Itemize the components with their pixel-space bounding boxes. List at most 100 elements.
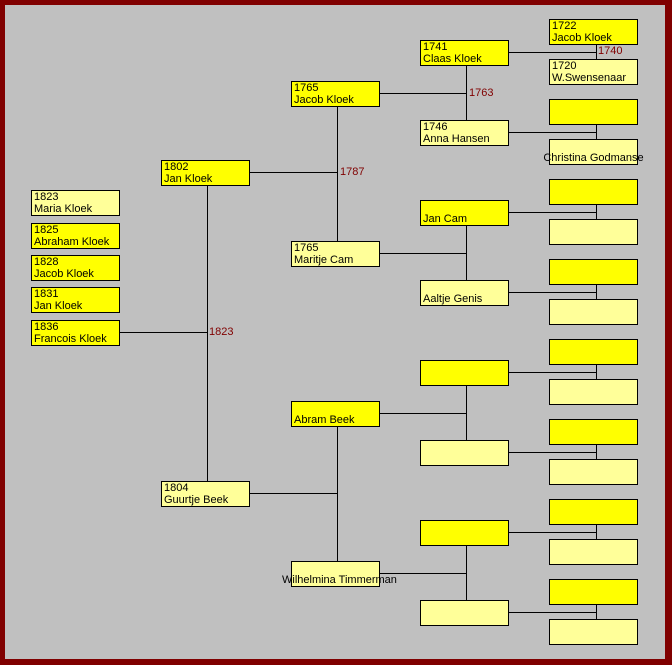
marriage-year: 1763	[469, 87, 494, 99]
person-name	[421, 453, 508, 465]
person-box[interactable]	[549, 99, 638, 125]
person-birth-year: 1804	[164, 482, 189, 494]
person-name	[550, 392, 637, 404]
person-name	[550, 632, 637, 644]
person-box[interactable]	[549, 259, 638, 285]
person-birth-year	[550, 140, 637, 152]
person-birth-year: 1825	[34, 224, 59, 236]
person-name	[550, 352, 637, 364]
person-name: Abram Beek	[294, 414, 355, 426]
person-box[interactable]	[549, 179, 638, 205]
person-birth-year: 1720	[552, 60, 577, 72]
person-box[interactable]	[549, 339, 638, 365]
person-name: Guurtje Beek	[164, 494, 229, 506]
person-name: Maria Kloek	[34, 203, 93, 215]
person-name: Maritje Cam	[294, 254, 354, 266]
marriage-year: 1740	[598, 45, 623, 57]
person-name: Jacob Kloek	[34, 268, 94, 280]
person-birth-year: 1765	[294, 242, 319, 254]
person-name: Claas Kloek	[423, 53, 482, 65]
person-box[interactable]	[420, 520, 509, 546]
person-box[interactable]	[420, 600, 509, 626]
person-birth-year	[292, 402, 379, 414]
person-birth-year: 1741	[423, 41, 448, 53]
person-birth-year	[550, 620, 637, 632]
person-box[interactable]	[549, 499, 638, 525]
person-birth-year	[550, 300, 637, 312]
marriage-year: 1823	[209, 326, 234, 338]
person-birth-year: 1802	[164, 161, 189, 173]
person-name	[550, 192, 637, 204]
person-name: Christina Godmanse	[543, 152, 644, 164]
person-box[interactable]	[549, 459, 638, 485]
person-box[interactable]	[420, 440, 509, 466]
person-birth-year: 1823	[34, 191, 59, 203]
person-birth-year: 1828	[34, 256, 59, 268]
person-name	[421, 373, 508, 385]
person-box[interactable]: Aaltje Genis	[420, 280, 509, 306]
person-name	[421, 613, 508, 625]
person-birth-year	[550, 540, 637, 552]
person-name	[550, 472, 637, 484]
person-box[interactable]: Christina Godmanse	[543, 139, 644, 165]
person-name	[550, 312, 637, 324]
person-box[interactable]	[549, 219, 638, 245]
person-birth-year	[550, 420, 637, 432]
person-box[interactable]	[549, 299, 638, 325]
person-birth-year	[421, 441, 508, 453]
person-box[interactable]	[549, 379, 638, 405]
person-name	[550, 592, 637, 604]
person-birth-year	[421, 601, 508, 613]
person-birth-year	[421, 521, 508, 533]
person-birth-year	[550, 100, 637, 112]
person-birth-year: 1765	[294, 82, 319, 94]
person-name	[550, 232, 637, 244]
person-birth-year	[550, 220, 637, 232]
person-name: Jan Kloek	[164, 173, 213, 185]
marriage-year: 1787	[340, 166, 365, 178]
person-name	[550, 552, 637, 564]
person-birth-year	[292, 562, 379, 574]
person-box[interactable]	[549, 579, 638, 605]
person-birth-year	[550, 500, 637, 512]
person-box[interactable]: Jan Cam	[420, 200, 509, 226]
person-birth-year: 1831	[34, 288, 59, 300]
person-name: Jan Cam	[423, 213, 468, 225]
person-birth-year	[550, 580, 637, 592]
person-birth-year	[550, 180, 637, 192]
person-name: Aaltje Genis	[423, 293, 483, 305]
person-name: Jacob Kloek	[552, 32, 612, 44]
person-name	[421, 533, 508, 545]
person-name: Wilhelmina Timmerman	[282, 574, 397, 586]
person-birth-year: 1746	[423, 121, 448, 133]
person-box[interactable]	[420, 360, 509, 386]
person-birth-year: 1836	[34, 321, 59, 333]
person-birth-year	[550, 460, 637, 472]
person-box[interactable]	[549, 619, 638, 645]
person-name: Jan Kloek	[34, 300, 83, 312]
person-birth-year	[550, 380, 637, 392]
person-birth-year: 1722	[552, 20, 577, 32]
person-name	[550, 272, 637, 284]
person-box[interactable]: Abram Beek	[291, 401, 380, 427]
person-name: W.Swensenaar	[552, 72, 626, 84]
person-box[interactable]: Wilhelmina Timmerman	[282, 561, 397, 587]
person-name: Jacob Kloek	[294, 94, 354, 106]
person-box[interactable]	[549, 539, 638, 565]
person-name	[550, 512, 637, 524]
person-box[interactable]	[549, 419, 638, 445]
